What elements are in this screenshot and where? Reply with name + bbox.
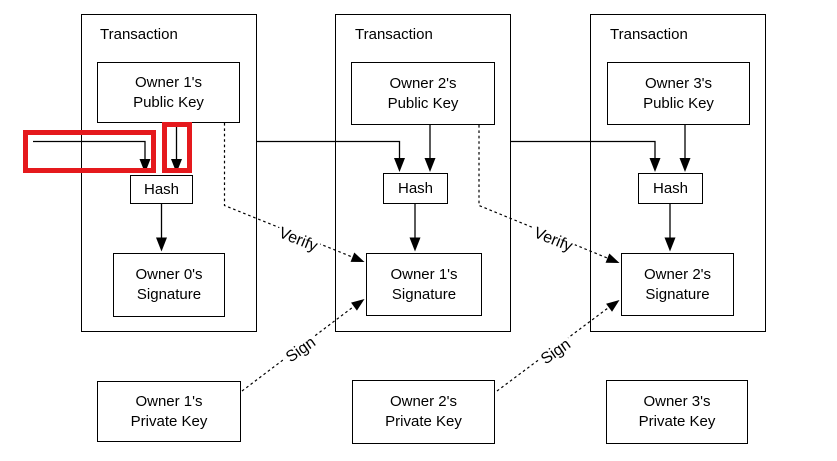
txn2-to-hash3-line	[511, 140, 656, 159]
owner3-public-key-box: Owner 3's Public Key	[607, 62, 750, 125]
arrowhead-icon	[424, 158, 436, 172]
transaction-1-title: Transaction	[100, 26, 178, 43]
owner0-signature-box: Owner 0's Signature	[113, 253, 225, 317]
arrowhead-icon	[664, 237, 676, 252]
owner2-signature-label: Owner 2's Signature	[643, 265, 712, 303]
annotation-rectangle-1	[23, 130, 156, 173]
dashed-arrowheads	[350, 252, 620, 312]
arrowhead-icon	[171, 159, 182, 173]
arrowhead-icon	[409, 237, 421, 252]
owner1-public-key-box: Owner 1's Public Key	[97, 62, 240, 123]
arrowhead-icon	[606, 300, 620, 312]
owner1-private-key-box: Owner 1's Private Key	[97, 381, 241, 442]
chain-input-line-1	[33, 140, 146, 160]
arrowhead-icon	[156, 237, 167, 252]
owner2-private-key-label: Owner 2's Private Key	[385, 393, 462, 430]
txn1-to-hash2-line	[257, 140, 401, 159]
owner2-public-key-label: Owner 2's Public Key	[387, 74, 459, 112]
solid-arrowheads	[139, 158, 691, 252]
transaction-3-title: Transaction	[610, 26, 688, 43]
hash-2-box: Hash	[383, 173, 448, 204]
arrowhead-icon	[679, 158, 691, 172]
arrowhead-icon	[139, 159, 151, 173]
hash-2-label: Hash	[397, 179, 434, 197]
hash-3-box: Hash	[638, 173, 703, 204]
arrowhead-icon	[649, 158, 661, 172]
arrowhead-icon	[350, 252, 365, 262]
arrowhead-icon	[394, 158, 405, 172]
hash-1-box: Hash	[130, 175, 193, 204]
owner3-private-key-box: Owner 3's Private Key	[606, 380, 748, 444]
owner2-private-key-box: Owner 2's Private Key	[352, 380, 495, 444]
owner1-private-key-label: Owner 1's Private Key	[130, 392, 208, 430]
arrowhead-icon	[605, 253, 620, 263]
annotation-rectangle-2	[162, 122, 192, 173]
hash-1-label: Hash	[143, 180, 180, 198]
owner2-signature-box: Owner 2's Signature	[621, 253, 734, 316]
owner0-signature-label: Owner 0's Signature	[135, 266, 203, 303]
solid-connector-lines	[33, 123, 686, 238]
owner1-public-key-label: Owner 1's Public Key	[133, 73, 204, 111]
owner1-signature-box: Owner 1's Signature	[366, 253, 482, 316]
owner3-public-key-label: Owner 3's Public Key	[643, 74, 714, 112]
hash-3-label: Hash	[652, 179, 689, 197]
owner1-signature-label: Owner 1's Signature	[390, 265, 458, 303]
owner3-private-key-label: Owner 3's Private Key	[638, 393, 716, 430]
owner2-public-key-box: Owner 2's Public Key	[351, 62, 495, 125]
transaction-2-title: Transaction	[355, 26, 433, 43]
arrowhead-icon	[351, 299, 365, 311]
